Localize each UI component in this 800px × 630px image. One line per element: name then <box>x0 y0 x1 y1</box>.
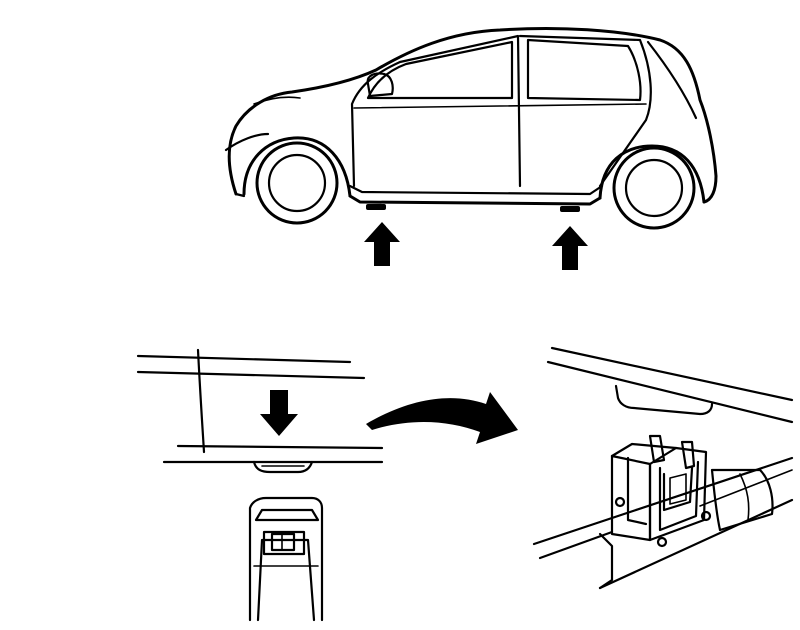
sill-lower-line <box>176 444 384 450</box>
rear-wheel <box>612 146 696 230</box>
jack-arm-lower <box>598 498 794 590</box>
front-bumper <box>224 132 270 198</box>
jack-point-closeup <box>136 348 384 622</box>
car-body-outline <box>227 26 718 204</box>
jack-arm-plate-line <box>739 473 750 521</box>
jack-arm-bottom <box>538 530 614 560</box>
front-jack-pad <box>366 204 386 210</box>
sill-upper-line-2 <box>136 370 366 380</box>
front-window <box>366 40 514 100</box>
front-door <box>350 34 522 188</box>
vehicle-sill-edge <box>550 346 794 402</box>
door-edge <box>196 348 206 454</box>
sill-line <box>348 184 604 196</box>
jack-arm-bracket <box>598 532 614 590</box>
transition-arrow-icon <box>366 392 518 444</box>
jack-saddle <box>610 434 712 548</box>
sill-upper-line <box>136 354 352 364</box>
rear-lift-arrow-icon <box>552 226 588 270</box>
engaged-jack-pad <box>614 384 714 416</box>
rear-door <box>518 34 652 188</box>
body-sill <box>348 194 602 206</box>
front-wheel <box>255 141 339 225</box>
jack-arm-plate <box>710 468 774 532</box>
rear-wheel-arch <box>598 144 706 204</box>
front-wheel-arch <box>242 136 352 198</box>
rear-jack-pad <box>560 206 580 212</box>
front-lift-arrow-icon <box>364 222 400 266</box>
sill-jack-pad <box>252 460 314 474</box>
roof-rear-line <box>646 40 698 120</box>
car-side-view <box>224 26 718 270</box>
down-arrow-icon <box>260 390 298 436</box>
side-mirror <box>366 72 394 98</box>
vehicle-sill-edge-2 <box>546 360 794 424</box>
rear-window <box>526 38 642 102</box>
jack-engaged-view <box>532 346 794 590</box>
headlight <box>253 96 301 105</box>
belt-line <box>353 103 647 109</box>
jack-head <box>248 496 324 622</box>
